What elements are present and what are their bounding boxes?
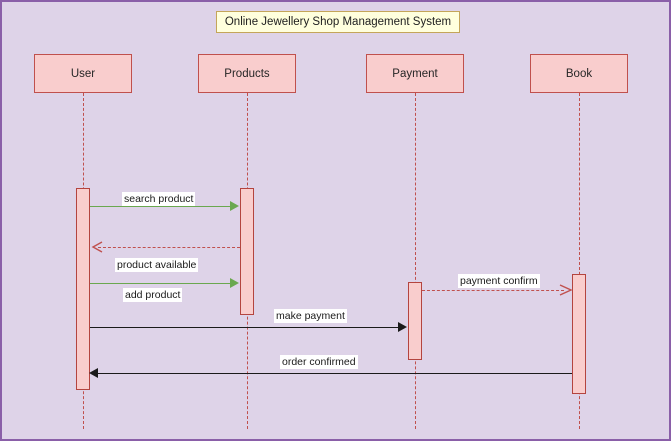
message-label-order-confirmed: order confirmed <box>280 355 358 369</box>
message-line-payment-confirm <box>422 290 564 291</box>
lifeline-stem-book <box>579 93 580 429</box>
activation-bar-payment <box>408 282 422 360</box>
lifeline-label-payment: Payment <box>392 67 438 80</box>
lifeline-head-book[interactable]: Book <box>530 54 628 93</box>
activation-bar-products <box>240 188 254 315</box>
arrowhead-search-product <box>230 201 239 211</box>
lifeline-stem-payment <box>415 93 416 429</box>
message-label-search-product: search product <box>122 192 196 206</box>
lifeline-head-user[interactable]: User <box>34 54 132 93</box>
message-line-search-product <box>90 206 235 207</box>
message-label-add-product: add product <box>123 288 183 302</box>
message-label-product-available: product available <box>115 258 199 272</box>
arrowhead-order-confirmed <box>89 368 98 378</box>
activation-bar-user <box>76 188 90 390</box>
message-line-add-product <box>90 283 235 284</box>
diagram-title: Online Jewellery Shop Management System <box>216 11 460 33</box>
activation-bar-book <box>572 274 586 394</box>
message-label-payment-confirm: payment confirm <box>458 274 540 288</box>
lifeline-label-products: Products <box>224 67 270 80</box>
message-line-order-confirmed <box>98 373 572 374</box>
message-line-product-available <box>98 247 240 248</box>
arrowhead-add-product <box>230 278 239 288</box>
lifeline-label-book: Book <box>565 67 593 80</box>
lifeline-label-user: User <box>70 67 96 80</box>
lifeline-head-products[interactable]: Products <box>198 54 296 93</box>
message-line-make-payment <box>90 327 400 328</box>
lifeline-head-payment[interactable]: Payment <box>366 54 464 93</box>
arrowhead-make-payment <box>398 322 407 332</box>
arrowhead-product-available <box>91 241 103 253</box>
arrowhead-payment-confirm <box>559 284 573 296</box>
message-label-make-payment: make payment <box>274 309 347 323</box>
